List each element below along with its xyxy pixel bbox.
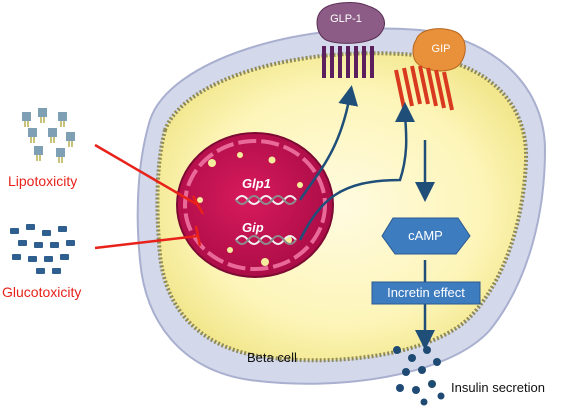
lipid-molecule-icon bbox=[22, 108, 75, 163]
insulin-secretion-label: Insulin secretion bbox=[451, 380, 545, 395]
nucleus bbox=[176, 132, 334, 278]
glp1-receptor-label: GLP-1 bbox=[330, 13, 362, 25]
gip-receptor-label: GIP bbox=[431, 43, 451, 55]
gip-receptor bbox=[394, 28, 466, 111]
arrow-gip-gene-to-receptor bbox=[298, 102, 416, 241]
glucose-molecule-icon bbox=[10, 224, 75, 274]
beta-cell-label: Beta cell bbox=[247, 350, 297, 365]
inhibition-line-glucotoxicity bbox=[94, 225, 202, 250]
inhibition-line-lipotoxicity bbox=[94, 143, 205, 215]
glp1-receptor bbox=[316, 2, 385, 78]
dna-helix-icon bbox=[235, 195, 297, 245]
insulin-granule-icon bbox=[393, 346, 445, 406]
gip-gene-label: Gip bbox=[242, 220, 264, 235]
lipotoxicity-label: Lipotoxicity bbox=[8, 173, 78, 189]
incretin-effect-label: Incretin effect bbox=[387, 285, 465, 300]
glp1-gene-label: Glp1 bbox=[242, 176, 271, 191]
arrow-glp1-gene-to-receptor bbox=[298, 85, 359, 201]
glucotoxicity-label: Glucotoxicity bbox=[2, 284, 82, 300]
camp-label: cAMP bbox=[408, 228, 443, 243]
camp-shape bbox=[381, 217, 471, 255]
incretin-box bbox=[371, 281, 481, 305]
